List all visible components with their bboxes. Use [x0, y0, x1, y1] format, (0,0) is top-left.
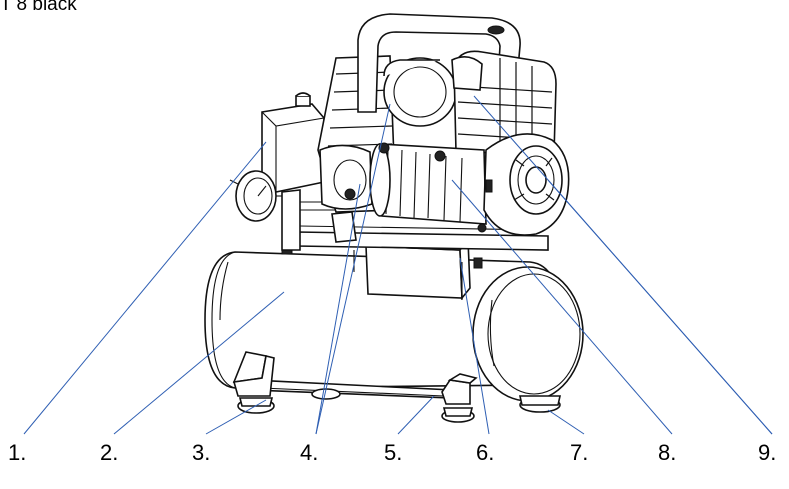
intake-filter	[383, 57, 457, 127]
leader-line-6	[459, 257, 490, 435]
part-label-9: 9.	[758, 440, 776, 465]
pressure-switch	[261, 92, 341, 251]
part-label-7: 7.	[570, 440, 588, 465]
part-label-6: 6.	[476, 440, 494, 465]
part-label-5: 5.	[384, 440, 402, 465]
leader-line-8	[451, 179, 673, 435]
leader-lines	[23, 95, 773, 435]
rubber-feet	[237, 388, 561, 423]
right-foot-bracket	[441, 373, 478, 405]
leader-line-9b	[547, 179, 773, 435]
leader-line-5	[397, 395, 435, 435]
part-label-1: 1.	[8, 440, 26, 465]
leader-line-4b	[315, 183, 361, 435]
part-label-8: 8.	[658, 440, 676, 465]
leader-line-7	[547, 409, 585, 435]
leader-line-3	[205, 399, 267, 435]
tank-end-cap	[472, 266, 584, 402]
leader-line-4	[315, 103, 391, 435]
part-label-2: 2.	[100, 440, 118, 465]
leader-line-1	[23, 141, 267, 435]
part-labels: 1. 2. 3. 4. 5. 6. 7. 8. 9.	[8, 440, 776, 465]
pressure-gauge	[229, 170, 282, 222]
motor-body	[369, 142, 487, 233]
diagram-title: T 8 black	[0, 0, 77, 15]
left-foot-bracket	[232, 351, 275, 397]
part-label-4: 4.	[300, 440, 318, 465]
right-cylinder-head	[451, 50, 557, 155]
leader-line-2	[113, 291, 285, 435]
fan-cover	[483, 133, 570, 236]
part-label-3: 3.	[192, 440, 210, 465]
